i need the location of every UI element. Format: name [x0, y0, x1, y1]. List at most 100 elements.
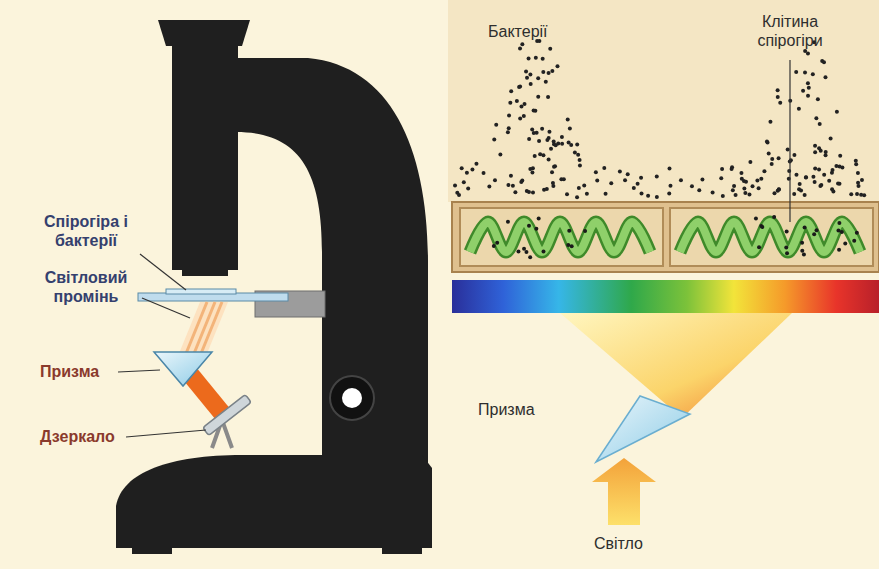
bacterium-dot: [757, 245, 761, 249]
bacterium-dot: [757, 186, 761, 190]
bacterium-dot: [856, 181, 860, 185]
bacterium-dot: [834, 164, 838, 168]
leader-line: [140, 254, 186, 290]
part-label: Спірогіра і бактерії: [30, 212, 142, 250]
bacterium-dot: [623, 178, 627, 182]
bacterium-dot: [547, 71, 551, 75]
bacterium-dot: [824, 153, 828, 157]
microscope-body: [132, 546, 172, 554]
panel-ground: [448, 0, 879, 202]
bacterium-dot: [813, 180, 817, 184]
bacterium-dot: [530, 170, 534, 174]
bacterium-dot: [734, 193, 738, 197]
chloroplast-ribbon: [680, 222, 860, 252]
spirogyra-cell: [670, 208, 873, 266]
bacterium-dot: [527, 137, 531, 141]
bacterium-dot: [765, 140, 769, 144]
bacterium-dot: [804, 176, 808, 180]
bacterium-dot: [784, 245, 788, 249]
focus-knob: [342, 388, 362, 408]
light-fan: [560, 313, 792, 418]
bacterium-dot: [667, 191, 671, 195]
bacterium-dot: [772, 215, 776, 219]
bacterium-dot: [494, 123, 498, 127]
bacterium-dot: [566, 117, 570, 121]
bacterium-dot: [800, 249, 804, 253]
bacterium-dot: [492, 244, 496, 248]
light-arrow: [592, 458, 656, 525]
bacterium-dot: [568, 127, 572, 131]
bacterium-dot: [636, 182, 640, 186]
bacterium-dot: [827, 179, 831, 183]
bacterium-dot: [797, 107, 801, 111]
bacterium-dot: [567, 229, 571, 233]
bacterium-dot: [545, 187, 549, 191]
bacterium-dot: [849, 192, 853, 196]
bacterium-dot: [778, 101, 782, 105]
bacterium-dot: [534, 227, 538, 231]
spectrum-band: [452, 280, 879, 313]
bacterium-dot: [854, 159, 858, 163]
chloroplast-ribbon: [470, 222, 650, 252]
bacterium-dot: [524, 70, 528, 74]
bacterium-dot: [508, 101, 512, 105]
bacterium-dot: [852, 239, 856, 243]
bacterium-dot: [655, 174, 659, 178]
bacterium-dot: [520, 42, 524, 46]
bacterium-dot: [575, 195, 579, 199]
bacterium-dot: [813, 144, 817, 148]
bacterium-dot: [585, 192, 589, 196]
bacterium-dot: [453, 39, 866, 199]
bacterium-dot: [798, 182, 802, 186]
bacterium-dot: [838, 154, 842, 158]
bacterium-dot: [466, 187, 470, 191]
bacterium-dot: [770, 157, 774, 161]
bacterium-dot: [531, 191, 535, 195]
bacterium-dot: [822, 173, 826, 177]
bacterium-dot: [527, 190, 531, 194]
light-beam: [200, 302, 222, 356]
part-label: Призма: [478, 400, 558, 419]
bacterium-dot: [507, 126, 511, 130]
bacterium-dot: [767, 152, 771, 156]
bacterium-dot: [516, 249, 520, 253]
bacterium-dot: [527, 224, 531, 228]
bacterium-dot: [830, 171, 834, 175]
microscope-body: [236, 58, 428, 470]
bacterium-dot: [732, 184, 736, 188]
bacterium-dot: [766, 141, 770, 145]
bacterium-dot: [814, 116, 818, 120]
bacterium-dot: [609, 181, 613, 185]
bacterium-dot: [742, 186, 746, 190]
microscope-body: [116, 455, 432, 548]
bacterium-dot: [806, 94, 810, 98]
bacterium-dot: [816, 97, 820, 101]
bacterium-dot: [804, 175, 808, 179]
bacterium-dot: [818, 122, 822, 126]
bacterium-dot: [518, 46, 522, 50]
bacterium-dot: [807, 86, 811, 90]
bacterium-dot: [762, 169, 766, 173]
bacterium-dot: [751, 184, 755, 188]
bacterium-dot: [785, 230, 789, 234]
chloroplast-ribbon: [470, 222, 650, 252]
bacterium-dot: [794, 70, 798, 74]
bacterium-dot: [803, 193, 807, 197]
bacterium-dot: [537, 217, 541, 221]
bacterium-dot: [754, 216, 758, 220]
spirogyra-cell: [452, 202, 879, 272]
bacterium-dot: [540, 127, 544, 131]
bacterium-dot: [747, 193, 751, 197]
bacterium-dot: [770, 162, 774, 166]
bacterium-dot: [460, 166, 464, 170]
spirogyra-cell: [452, 202, 879, 272]
bacterium-dot: [700, 178, 704, 182]
bacterium-dot: [721, 194, 725, 198]
bacterium-dot: [817, 168, 821, 172]
stage: [166, 289, 236, 294]
bacterium-dot: [855, 192, 859, 196]
bacterium-dot: [604, 192, 608, 196]
bacterium-dot: [743, 191, 747, 195]
part-label: Клітина спірогіри: [732, 12, 848, 50]
